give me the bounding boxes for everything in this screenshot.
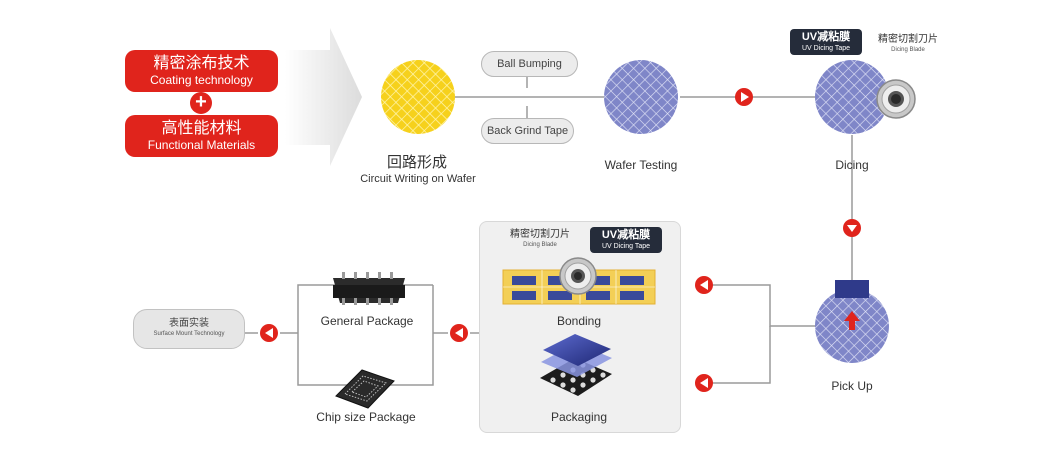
general-package-label: General Package xyxy=(320,314,414,328)
coating-en-label: Coating technology xyxy=(150,73,253,87)
flow-chevron xyxy=(285,28,362,166)
pickup-tool xyxy=(835,280,869,298)
dicing-blade-label-top: 精密切割刀片 Dicing Blade xyxy=(873,34,943,54)
blade-en: Dicing Blade xyxy=(891,47,925,53)
blade-en-panel: Dicing Blade xyxy=(523,242,557,248)
arrow-to-packaging xyxy=(695,374,713,392)
functional-materials-box: 高性能材料 Functional Materials xyxy=(125,115,278,157)
pick-up-label: Pick Up xyxy=(831,379,873,393)
uv-dicing-tape-tag-top: UV减粘膜 UV Dicing Tape xyxy=(790,29,862,55)
testing-wafer xyxy=(604,60,678,134)
arrow-to-smt xyxy=(260,324,278,342)
chip-size-package-label: Chip size Package xyxy=(316,410,416,424)
packaging-label: Packaging xyxy=(550,410,608,424)
pickup-up-arrow xyxy=(844,311,860,330)
uv-tape-en: UV Dicing Tape xyxy=(801,45,851,52)
ball-bumping-pill: Ball Bumping xyxy=(481,51,578,77)
circuit-en-label: Circuit Writing on Wafer xyxy=(360,173,476,185)
uv-dicing-tape-tag-panel: UV减粘膜 UV Dicing Tape xyxy=(590,227,662,253)
dicing-blade-icon xyxy=(876,79,916,119)
uv-tape-en-panel: UV Dicing Tape xyxy=(601,243,651,250)
arrow-to-bonding xyxy=(695,276,713,294)
circuit-cn-label: 回路形成 xyxy=(386,154,447,171)
packaging-layers-front xyxy=(540,334,612,396)
bonding-blade-icon-front xyxy=(559,257,597,295)
back-grind-tape-pill: Back Grind Tape xyxy=(481,118,574,144)
functional-en-label: Functional Materials xyxy=(147,138,256,152)
surface-mount-box: 表面实装 Surface Mount Technology xyxy=(133,309,245,349)
dicing-label: Dicing xyxy=(835,158,869,172)
dicing-blade-label-panel: 精密切割刀片 Dicing Blade xyxy=(505,229,575,249)
chip-size-package-chip xyxy=(335,369,395,409)
circuit-wafer xyxy=(381,60,455,134)
uv-tape-cn: UV减粘膜 xyxy=(801,31,851,43)
dicing-wafer xyxy=(815,60,889,134)
smt-en-label: Surface Mount Technology xyxy=(153,331,225,337)
bonding-packaging-panel xyxy=(479,221,681,433)
plus-icon: + xyxy=(190,92,212,114)
smt-cn-label: 表面实装 xyxy=(169,318,209,329)
coating-technology-box: 精密涂布技术 Coating technology xyxy=(125,50,278,92)
arrow-to-dicing xyxy=(735,88,753,106)
uv-tape-cn-panel: UV减粘膜 xyxy=(601,229,651,241)
blade-cn: 精密切割刀片 xyxy=(878,34,938,45)
arrow-to-pickup xyxy=(843,219,861,237)
wafer-testing-label: Wafer Testing xyxy=(604,158,678,172)
blade-cn-panel: 精密切割刀片 xyxy=(510,229,570,240)
arrow-to-packages xyxy=(450,324,468,342)
general-package-chip xyxy=(333,272,405,305)
coating-cn-label: 精密涂布技术 xyxy=(153,55,250,72)
functional-cn-label: 高性能材料 xyxy=(161,120,242,137)
panel-graphics xyxy=(502,257,656,396)
bonding-label: Bonding xyxy=(556,314,602,328)
